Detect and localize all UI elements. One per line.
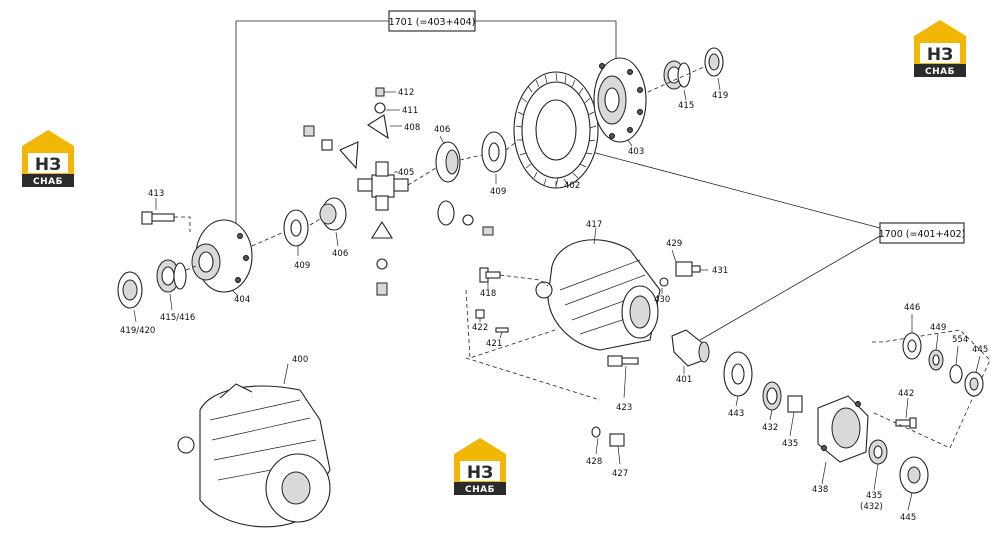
part-label-446: 446 bbox=[904, 303, 920, 313]
drive-pinion-401 bbox=[671, 329, 710, 367]
part-label-403: 403 bbox=[628, 147, 644, 157]
watermark-word: СНАБ bbox=[33, 177, 63, 187]
drain-plug-427 bbox=[609, 433, 625, 447]
assembly-box-1701: 1701 (=403+404) bbox=[235, 10, 617, 230]
part-label-445-upper: 445 bbox=[972, 345, 988, 355]
assembled-differential-400 bbox=[177, 383, 331, 528]
part-label-409-upper: 409 bbox=[490, 187, 506, 197]
part-label-412: 412 bbox=[398, 88, 414, 98]
nut-449 bbox=[928, 349, 944, 371]
spacer-435 bbox=[787, 395, 803, 413]
bolt-442 bbox=[895, 417, 917, 429]
part-label-435-mid: 435 bbox=[782, 439, 798, 449]
thrust-washer-409-upper bbox=[481, 131, 507, 173]
part-label-429: 429 bbox=[666, 239, 682, 249]
part-label-422: 422 bbox=[472, 323, 488, 333]
watermark-word: СНАБ bbox=[925, 67, 955, 77]
part-label-404: 404 bbox=[234, 295, 250, 305]
carrier-housing-417 bbox=[535, 239, 661, 351]
part-label-443: 443 bbox=[728, 409, 744, 419]
pin-421 bbox=[495, 327, 509, 333]
part-label-419-upper: 419 bbox=[712, 91, 728, 101]
part-label-413: 413 bbox=[148, 189, 164, 199]
assembly-box-1700: 1700 (=401+402) bbox=[591, 151, 966, 341]
side-gear-406-left bbox=[319, 197, 347, 231]
part-label-423: 423 bbox=[616, 403, 632, 413]
part-label-408: 408 bbox=[404, 123, 420, 133]
leader-lines bbox=[133, 77, 981, 511]
part-label-445-lower: 445 bbox=[900, 513, 916, 523]
part-label-435-lower: 435 bbox=[866, 491, 882, 501]
bearing-cup-419-upper bbox=[704, 47, 724, 77]
part-labels: 400 401 402 403 404 405 406 406 408 409 … bbox=[120, 88, 988, 523]
part-label-406-top: 406 bbox=[434, 125, 450, 135]
part-label-419-420: 419/420 bbox=[120, 326, 155, 336]
watermark-mark: НЗ bbox=[927, 45, 953, 65]
part-label-442: 442 bbox=[898, 389, 914, 399]
assembly-box-1700-label: 1700 (=401+402) bbox=[879, 229, 966, 240]
pinion-cage-438 bbox=[817, 395, 869, 463]
part-label-402: 402 bbox=[564, 181, 580, 191]
part-label-430: 430 bbox=[654, 295, 670, 305]
part-label-427: 427 bbox=[612, 469, 628, 479]
bearing-435-432 bbox=[868, 439, 888, 465]
bearing-415-lower bbox=[156, 259, 187, 293]
part-label-417: 417 bbox=[586, 220, 602, 230]
pinion-408-left bbox=[303, 125, 359, 170]
bolt-423 bbox=[607, 355, 639, 367]
diff-case-half-404 bbox=[191, 219, 253, 293]
part-label-432-paren: (432) bbox=[860, 502, 883, 512]
part-label-415-upper: 415 bbox=[678, 101, 694, 111]
bolt-413 bbox=[141, 211, 175, 225]
washer-554 bbox=[949, 364, 963, 384]
ring-gear-402 bbox=[513, 71, 599, 189]
flange-445-lower bbox=[899, 456, 929, 494]
side-gear-406-right bbox=[435, 141, 461, 183]
diff-case-half-403 bbox=[593, 57, 647, 143]
watermark-mark: НЗ bbox=[467, 463, 493, 483]
breather-418 bbox=[479, 267, 501, 283]
part-label-405: 405 bbox=[398, 168, 414, 178]
part-label-406-left: 406 bbox=[332, 249, 348, 259]
part-label-421: 421 bbox=[486, 339, 502, 349]
bearing-415-upper bbox=[663, 60, 691, 90]
watermark-logo-bottom-center: НЗ СНАБ bbox=[454, 438, 506, 495]
shim-443 bbox=[723, 351, 753, 397]
part-label-400: 400 bbox=[292, 355, 308, 365]
plug-429 bbox=[659, 261, 701, 287]
part-label-418: 418 bbox=[480, 289, 496, 299]
part-label-432: 432 bbox=[762, 423, 778, 433]
seal-ring-428 bbox=[591, 426, 601, 438]
watermark-logo-left: НЗ СНАБ bbox=[22, 130, 74, 187]
watermark-logo-top-right: НЗ СНАБ bbox=[914, 20, 966, 77]
watermark-mark: НЗ bbox=[35, 155, 61, 175]
bearing-432 bbox=[762, 381, 782, 411]
pinion-408-right bbox=[437, 200, 494, 236]
part-label-431: 431 bbox=[712, 266, 728, 276]
part-label-409-lower: 409 bbox=[294, 261, 310, 271]
part-label-415-416: 415/416 bbox=[160, 313, 195, 323]
part-label-449: 449 bbox=[930, 323, 946, 333]
part-label-554: 554 bbox=[952, 335, 968, 345]
part-label-438: 438 bbox=[812, 485, 828, 495]
part-label-411: 411 bbox=[402, 106, 418, 116]
part-label-428: 428 bbox=[586, 457, 602, 467]
part-label-401: 401 bbox=[676, 375, 692, 385]
thrust-washer-409-lower bbox=[283, 209, 309, 247]
flange-445-upper bbox=[964, 371, 984, 397]
nut-422 bbox=[475, 309, 485, 319]
assembly-box-1701-label: 1701 (=403+404) bbox=[389, 17, 476, 28]
washer-446 bbox=[902, 332, 922, 360]
pinion-408-bottom bbox=[371, 220, 393, 296]
pinion-408-top bbox=[366, 87, 389, 140]
watermark-word: СНАБ bbox=[465, 485, 495, 495]
bearing-cup-419-lower bbox=[117, 271, 143, 309]
